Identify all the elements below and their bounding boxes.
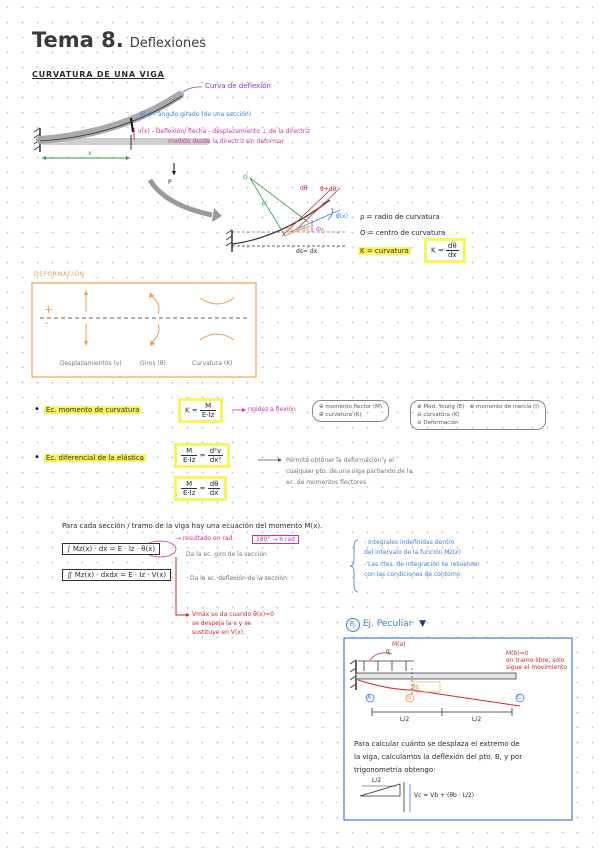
minus-sign: -: [45, 316, 49, 329]
title-main: Tema 8.: [32, 28, 124, 52]
length-1: L/2: [400, 716, 410, 723]
eq2-label: Ec. diferencial de la elástica: [34, 452, 146, 463]
eq1-pill-1: ⊕ momento flector (M)⊕ curvatura (K): [312, 400, 390, 422]
k-definition: K = curvatura: [358, 247, 411, 255]
example-description: Para calcular cuánto se desplaza el extr…: [354, 740, 523, 774]
label-desplazamientos: Desplazamientos (v): [60, 360, 122, 367]
undeformed-beam: [40, 138, 210, 145]
dv-label: dv: [316, 226, 324, 233]
eq1-note: rigidez a flexión: [248, 406, 296, 413]
theta-label: θ(x) - ángulo girado (de una sección): [140, 111, 252, 118]
deg-conv: 180° → π rad: [252, 535, 299, 544]
point-a: A: [367, 694, 372, 701]
x-label: x: [88, 150, 92, 157]
deformed-beam: [36, 91, 184, 144]
example-heading: Ej. Ej. Peculiar ▼: [346, 618, 426, 632]
result-note: → resultado en rad. ·: [176, 535, 239, 542]
triangle-equation: Vc = Vb + (θb · L/2): [414, 792, 475, 799]
dtheta-label: dθ: [300, 185, 308, 192]
integral-2-note: Da la ec. deflexión de la sección: [190, 575, 287, 582]
label-curvatura: Curvatura (K): [192, 360, 233, 367]
label-giros: Giros (θ): [140, 360, 166, 367]
eq1-label: Ec. momento de curvatura: [34, 404, 142, 415]
example-badge: Ej.: [346, 618, 360, 632]
q-label: q: [386, 648, 390, 655]
pin-icon: ▼: [419, 619, 427, 629]
o-definition: O = centro de curvatura: [360, 229, 446, 237]
triangle-top: L/2: [372, 777, 382, 784]
rho-definition: ρ = radio de curvatura: [360, 213, 440, 221]
point-b: B: [407, 694, 412, 701]
section-heading-curvatura: CURVATURA DE UNA VIGA: [32, 70, 165, 79]
p-label: P: [168, 179, 172, 186]
page-title: Tema 8. Deflexiones: [32, 28, 206, 52]
ma-label: M(a): [392, 641, 406, 648]
integrals-intro: Para cada sección / tramo de la viga hay…: [62, 522, 323, 530]
title-sub: Deflexiones: [129, 36, 206, 51]
theta-b-label: θb: [412, 684, 420, 691]
point-c: C: [517, 694, 522, 701]
o-label: O: [243, 174, 248, 181]
integral-1-note: Da la ec. giro de la sección: [186, 551, 267, 558]
integral-2: ∬ Mz(x) · dxdx = E · Iz · V(x): [62, 569, 172, 581]
plus-sign: +: [44, 303, 54, 316]
deformacion-heading: DEFORMACIÓN: [34, 271, 85, 278]
eq1-pill-2: ⊕ Mod. Young (E) · ⊕ momento de inercia …: [410, 400, 546, 430]
ds-dx-label: ds≈ dx: [296, 248, 318, 255]
arc-text: ds ≈ dx: [286, 226, 310, 233]
theta-x-label: θ(x): [336, 213, 348, 220]
theta-dtheta-label: θ+dθ: [320, 186, 337, 193]
curve-label: Curva de deflexión: [205, 82, 271, 90]
length-2: L/2: [472, 716, 482, 723]
v-label-2: medido desde la directriz sin deformar: [168, 138, 285, 145]
v-label-1: v(x) - Deflexión/ flecha - desplazamient…: [138, 128, 311, 135]
integral-1: ∫ Mz(x) · dx = E · Iz · θ(x): [62, 543, 161, 555]
deformacion-box: [31, 282, 257, 378]
rho-label: ρ: [262, 200, 266, 207]
